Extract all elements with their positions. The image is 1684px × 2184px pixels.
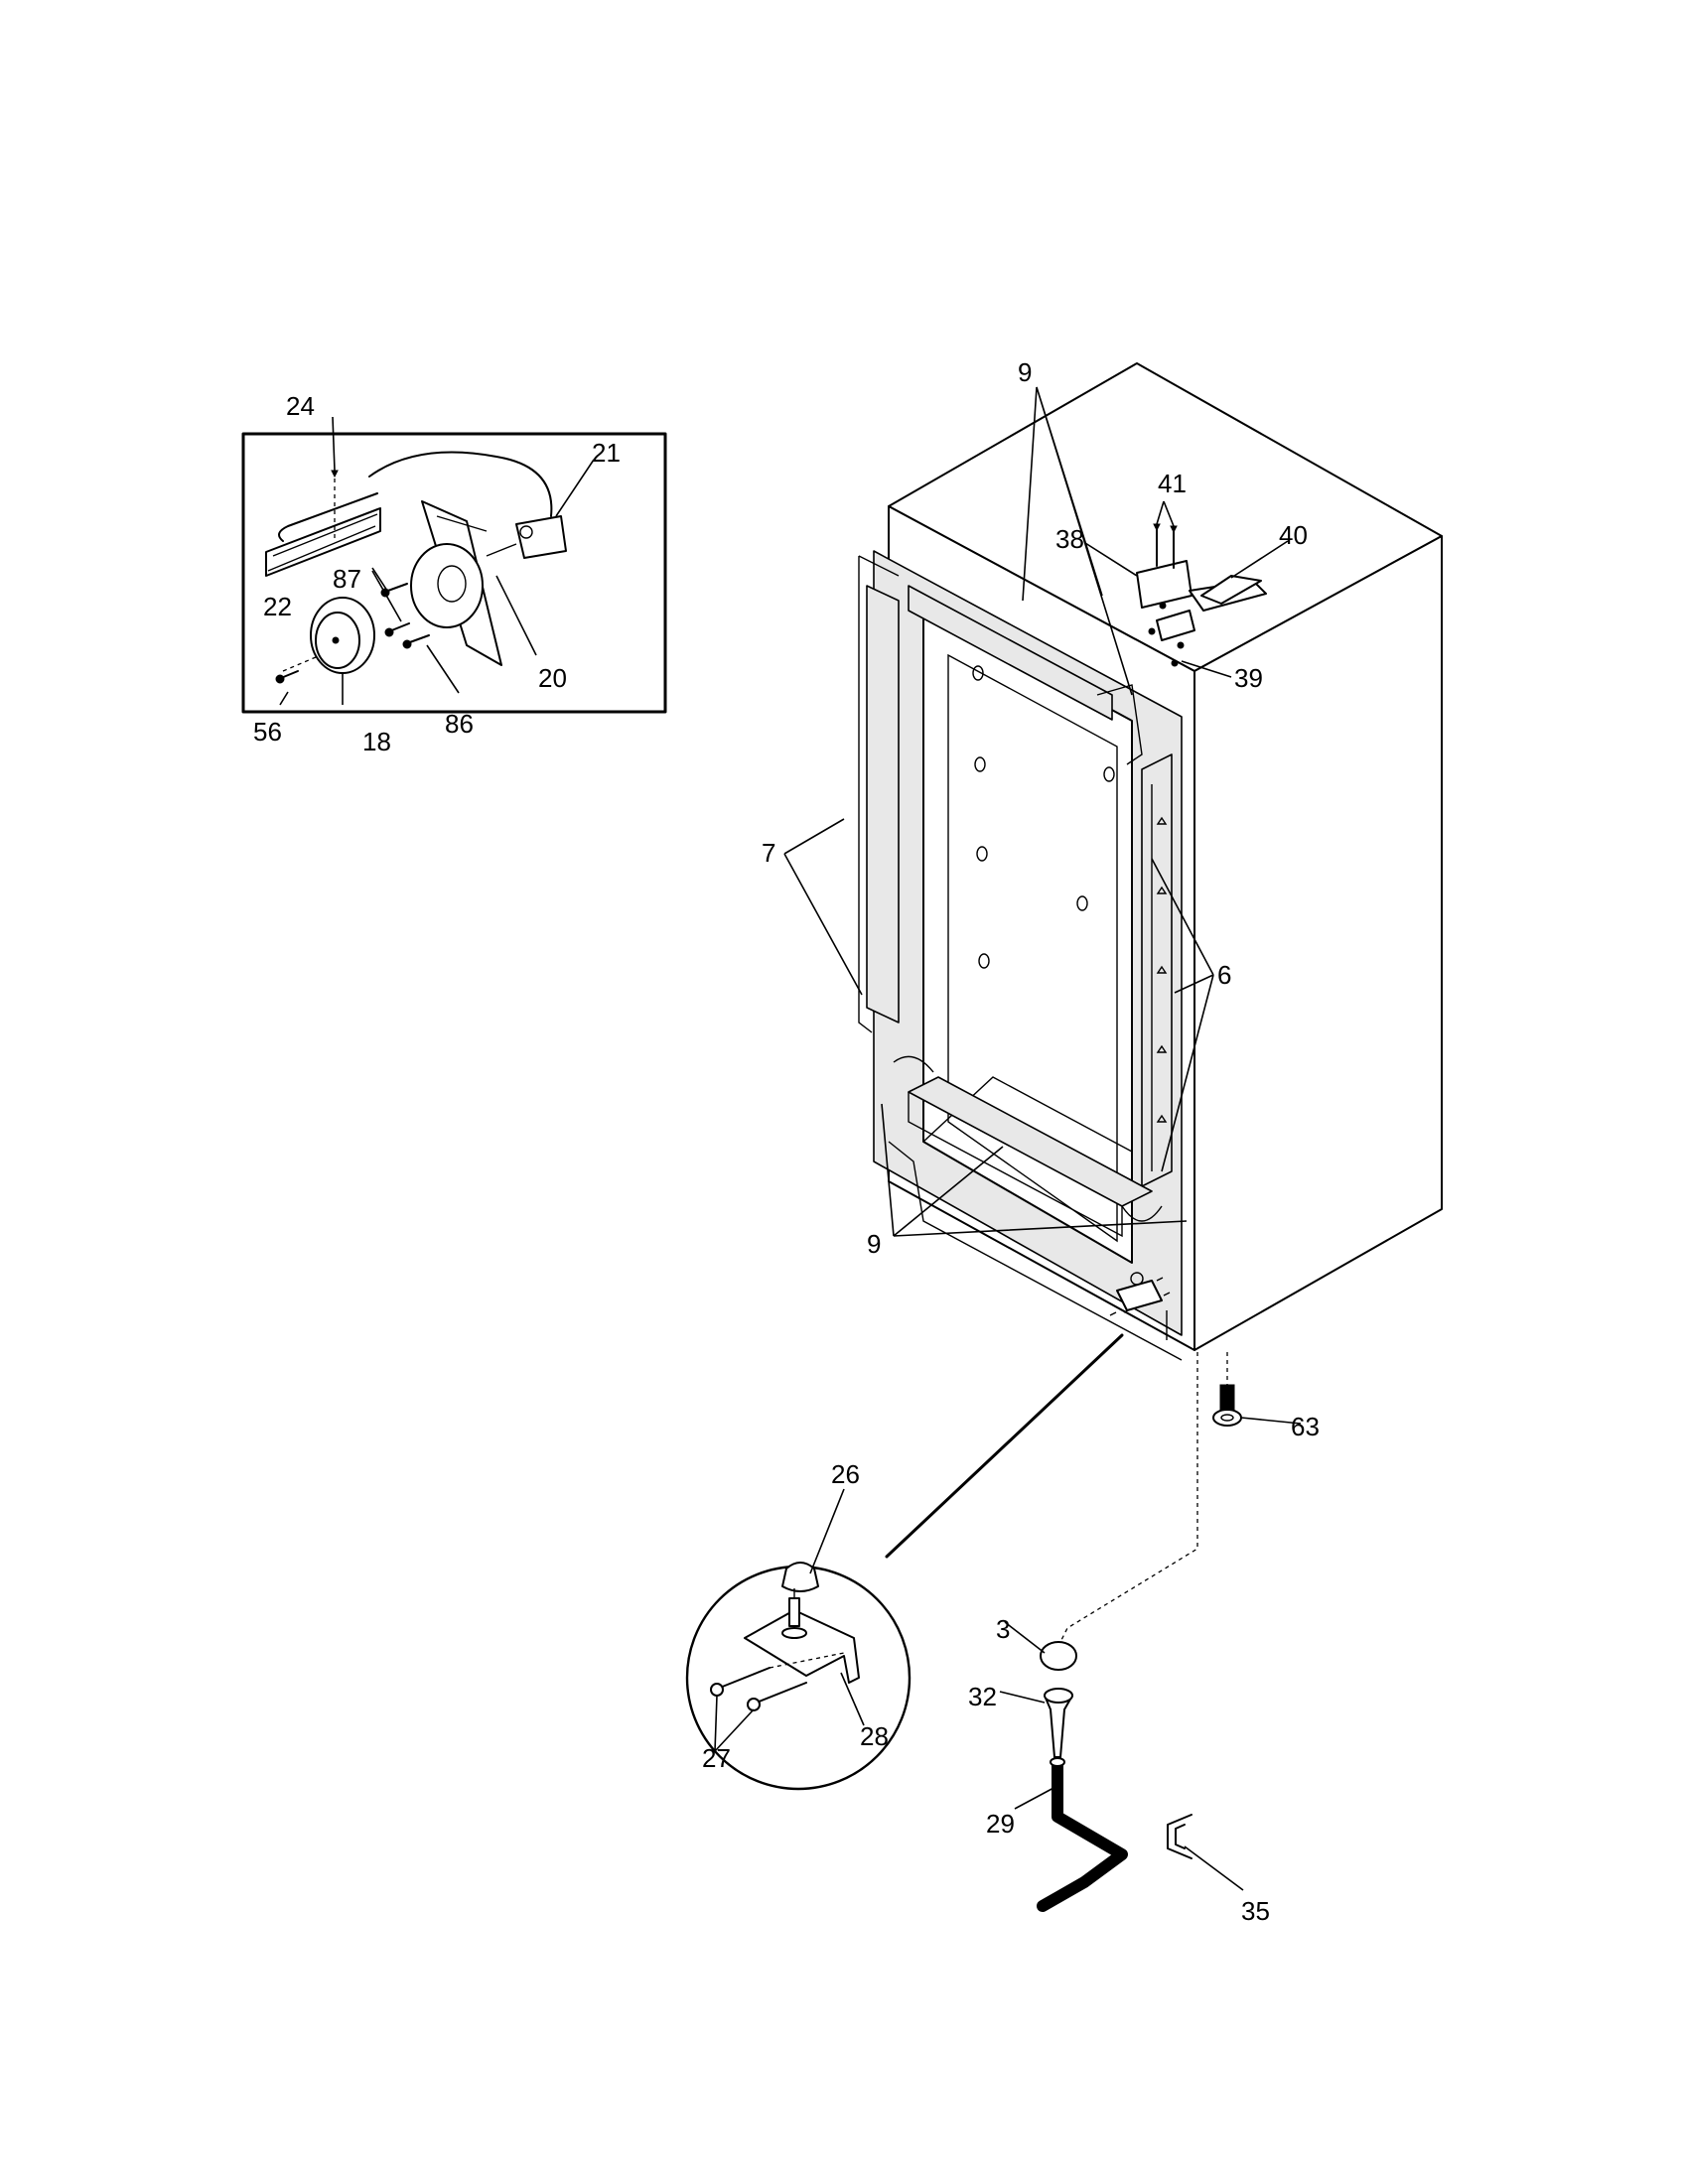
control-inset-box: [241, 432, 667, 714]
drain-assembly: [1037, 1352, 1198, 1912]
sensor-bracket: [265, 507, 381, 577]
breaker-strip-left: [866, 585, 900, 1024]
drain-plug: [1040, 1641, 1077, 1671]
callout-38: 38: [1055, 524, 1084, 554]
drain-trough: [1044, 1695, 1073, 1758]
callout-86: 86: [445, 709, 474, 739]
callout-27: 27: [702, 1743, 731, 1773]
callout-9-bottom: 9: [867, 1229, 881, 1259]
leader-lines: [279, 386, 1302, 1891]
cabinet-right-side: [1193, 535, 1443, 1351]
callout-labels: 24 21 22 87 20 56 18 86 41 38 40 39 9 7 …: [253, 357, 1320, 1926]
freezer-cabinet: [858, 362, 1443, 1361]
callout-28: 28: [860, 1721, 889, 1751]
hose-clip: [1167, 1814, 1193, 1859]
callout-24: 24: [286, 391, 315, 421]
callout-26: 26: [831, 1459, 860, 1489]
callout-35: 35: [1241, 1896, 1270, 1926]
hinge-detail-inset: [685, 1333, 1124, 1791]
liner-holes: [972, 665, 1115, 969]
callout-3: 3: [996, 1614, 1010, 1644]
callout-20: 20: [538, 663, 567, 693]
top-hinge-bracket: [1136, 560, 1193, 609]
callout-32: 32: [968, 1682, 997, 1711]
callout-40: 40: [1279, 520, 1308, 550]
breaker-strip-top: [908, 585, 1113, 721]
callout-22: 22: [263, 592, 292, 621]
top-hinge-assembly: [1136, 523, 1267, 667]
breaker-strip-right: [1141, 753, 1173, 1187]
callout-87: 87: [333, 564, 361, 594]
inset-frame: [241, 432, 667, 714]
strip-screws: [1156, 816, 1168, 1123]
hinge-cap: [781, 1562, 819, 1592]
callout-21: 21: [592, 438, 621, 468]
leveling-leg: [1212, 1352, 1242, 1427]
callout-7: 7: [762, 838, 775, 868]
callout-29: 29: [986, 1809, 1015, 1839]
callout-39: 39: [1234, 663, 1263, 693]
hinge-arm: [1200, 575, 1262, 605]
callout-41: 41: [1158, 469, 1187, 498]
drain-hose: [1037, 1756, 1128, 1912]
hinge-block: [1156, 610, 1195, 641]
bottom-hinge-on-cabinet: [1109, 1272, 1171, 1316]
callout-63: 63: [1291, 1412, 1320, 1441]
hinge-screw-a: [719, 1667, 771, 1689]
callout-9-top: 9: [1018, 357, 1032, 387]
control-bezel: [410, 543, 484, 628]
callout-18: 18: [362, 727, 391, 756]
callout-56: 56: [253, 717, 282, 747]
bottom-hinge-plate: [744, 1609, 860, 1684]
hinge-screw-b: [756, 1682, 807, 1704]
callout-6: 6: [1217, 960, 1231, 990]
breaker-strip-bottom: [908, 1076, 1153, 1207]
